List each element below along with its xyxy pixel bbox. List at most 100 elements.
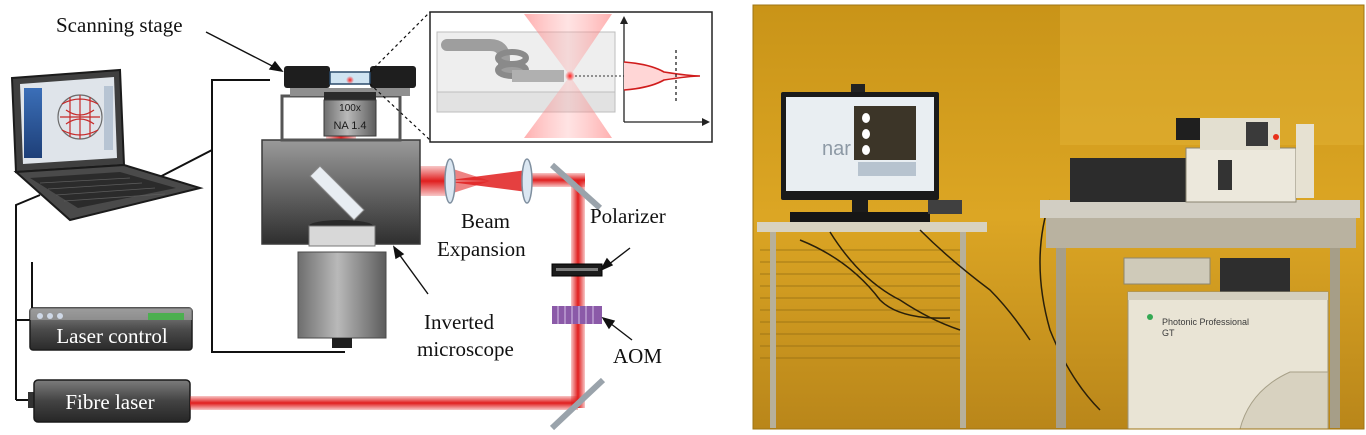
- zoom-inset: [429, 11, 713, 143]
- controller-knob-icon: [57, 313, 63, 319]
- eyepiece-photo: [1246, 122, 1268, 146]
- cables-photo: [799, 199, 1101, 411]
- webcam-icon: [851, 84, 865, 92]
- objective-na: NA 1.4: [333, 120, 366, 132]
- indicator-light-icon: [1273, 134, 1279, 140]
- microscope-pillar-photo: [1296, 124, 1314, 198]
- objective-magnification: 100x: [339, 103, 361, 114]
- lower-port: [308, 225, 376, 247]
- monitor-logo-text: nar: [822, 138, 851, 160]
- zoom-callout-line-top: [369, 11, 431, 73]
- aom-icon: [552, 306, 602, 324]
- monitor-panel: [858, 162, 916, 176]
- stage-right-block: [370, 66, 416, 88]
- microscope-photo: [1176, 118, 1314, 203]
- inverted-microscope: 100x NA 1.4: [261, 66, 421, 348]
- cable-laptop-to-microscope: [211, 150, 345, 353]
- optical-table-leg-left: [1056, 248, 1066, 428]
- fibre-laser: Fibre laser: [28, 379, 191, 423]
- inverted-microscope-label-2: microscope: [417, 337, 514, 361]
- enclosure-label-2: GT: [1162, 328, 1175, 338]
- dichroic-mirror: [309, 165, 365, 221]
- cable-laptop-to-stage: [149, 79, 270, 183]
- mirror-top: [549, 162, 603, 211]
- sample-focus: [346, 76, 354, 84]
- arrow-scanning-stage: [205, 31, 281, 71]
- schematic: Laser control Fibre laser: [10, 11, 713, 431]
- aom-label: AOM: [613, 344, 662, 368]
- fibre-laser-connector: [28, 392, 38, 408]
- fibre-laser-label: Fibre laser: [65, 390, 154, 414]
- status-led-icon: [1147, 314, 1153, 320]
- focus-cone-top: [524, 14, 612, 76]
- desk-top: [757, 222, 987, 232]
- objective-cap: [324, 92, 376, 100]
- laptop: [10, 68, 204, 222]
- arrow-inverted-microscope: [395, 249, 429, 295]
- arrowhead-polarizer: [599, 257, 614, 272]
- camera-body: [297, 251, 387, 339]
- shelf-device: [1220, 258, 1290, 298]
- desk-leg-left: [770, 232, 776, 428]
- cable-laser-to-laptop: [15, 194, 41, 400]
- keyboard: [790, 212, 930, 222]
- laser-unit-photo: [1070, 158, 1200, 202]
- inverted-microscope-label-1: Inverted: [424, 310, 494, 334]
- profile-axis-arrow-x: [702, 118, 710, 126]
- aom-pattern: [557, 306, 594, 324]
- laptop-screen-plot: [57, 94, 103, 140]
- beam-segment-laser-out: [190, 396, 578, 410]
- wall-grill: [760, 249, 960, 359]
- laptop-keys: [39, 177, 166, 202]
- profile-axis-arrow-y: [620, 16, 628, 24]
- laptop-keyboard: [30, 172, 176, 208]
- printed-rod: [512, 70, 564, 82]
- lens-2-icon: [521, 158, 533, 204]
- photo-frame: [752, 4, 1365, 430]
- zoom-callout-line-bottom: [369, 83, 431, 141]
- annotation-arrows: [205, 31, 633, 341]
- camera-port: [332, 338, 352, 348]
- beam-segment-vertical: [571, 180, 585, 408]
- focus-cone-bottom: [524, 76, 612, 138]
- enclosure-top: [1128, 292, 1328, 300]
- polarizer-label: Polarizer: [590, 204, 666, 228]
- objective-lens: [323, 99, 377, 137]
- enclosure-door-panel: [1239, 371, 1329, 430]
- lens-1-icon: [444, 158, 456, 204]
- beam-expansion-label-2: Expansion: [437, 237, 526, 261]
- monitor-bright-spots: [862, 113, 870, 155]
- controller-knob-icon: [47, 313, 53, 319]
- voxel-focus-icon: [565, 71, 575, 81]
- optical-table-frame: [1046, 218, 1356, 248]
- arrowhead-aom: [601, 316, 616, 330]
- controller-knob-icon: [37, 313, 43, 319]
- optical-table-top: [1040, 200, 1360, 218]
- beam-focus-cone: [450, 168, 490, 194]
- laptop-screen-sidebar: [104, 86, 113, 150]
- photonic-professional-enclosure: Photonic Professional GT: [1127, 291, 1329, 430]
- microscope-base-photo: [1185, 147, 1297, 203]
- optical-table-leg-right: [1330, 248, 1340, 428]
- intensity-profile: [623, 61, 701, 91]
- microscope-stage-photo: [1176, 118, 1200, 140]
- scanning-stage-label: Scanning stage: [56, 13, 183, 37]
- laser-control-label: Laser control: [56, 324, 168, 348]
- lab-photo: nar: [752, 4, 1365, 430]
- laptop-screen-panel: [24, 88, 42, 158]
- objective-turret-photo: [1218, 160, 1232, 190]
- stage-left-block: [284, 66, 330, 88]
- arrowhead-scanning-stage: [268, 60, 284, 72]
- polarizer-stripe: [556, 268, 598, 271]
- monitor-stand: [852, 200, 868, 214]
- joystick-controller: [928, 200, 962, 214]
- beam-expansion-cone: [450, 170, 527, 192]
- controller-display-icon: [148, 313, 184, 320]
- laser-controller: Laser control: [29, 307, 193, 351]
- mirror-bottom: [549, 377, 606, 431]
- desk-leg-right: [960, 232, 966, 428]
- arrowhead-inverted-microscope: [392, 245, 405, 260]
- beam-expansion-label-1: Beam: [461, 209, 510, 233]
- shelf-controller-box: [1123, 257, 1211, 285]
